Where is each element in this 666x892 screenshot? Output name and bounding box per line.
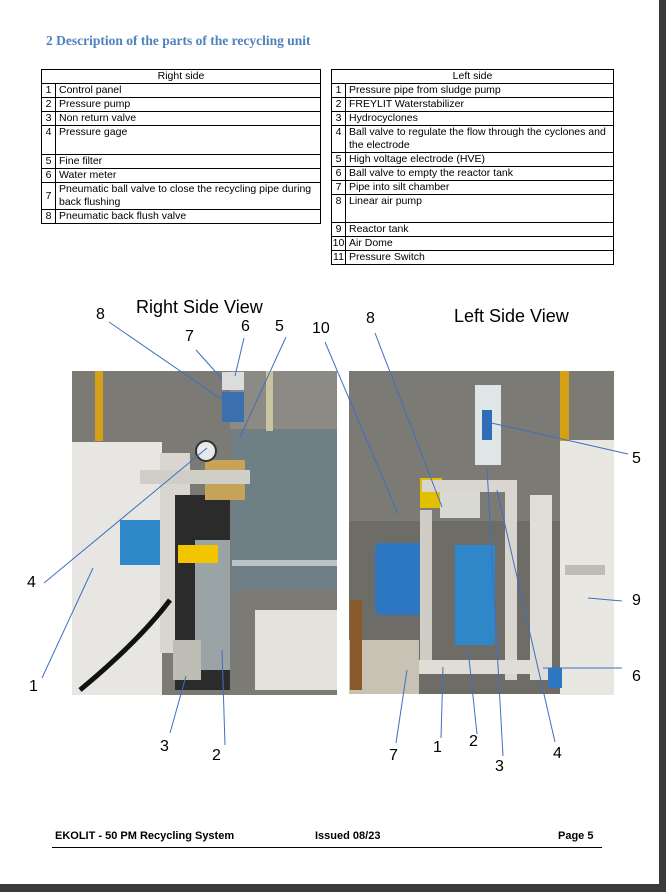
callout-right-5: 5 [275,318,284,335]
footer-issue-date: Issued 08/23 [315,830,381,842]
viewer-edge-right [659,0,666,892]
callout-right-7: 7 [185,328,194,345]
footer-page-number: Page 5 [558,830,594,842]
callout-left-6: 6 [632,668,641,685]
leader-lines [41,321,629,757]
footer-document-title: EKOLIT - 50 PM Recycling System [55,830,235,842]
section-title: 2 Description of the parts of the recycl… [46,33,311,48]
callout-left-4: 4 [553,745,562,762]
callout-right-8: 8 [96,306,105,323]
left-side-photo [349,371,614,695]
callout-left-7: 7 [389,747,398,764]
callout-left-3: 3 [495,758,504,775]
callout-left-2: 2 [469,733,478,750]
callout-left-9: 9 [632,592,641,609]
right-side-photo [72,371,337,695]
footer-divider [52,847,602,848]
callout-left-8: 8 [366,310,375,327]
callout-left-1: 1 [433,739,442,756]
callout-right-6: 6 [241,318,250,335]
callout-left-10: 10 [312,320,330,337]
callout-right-1: 1 [29,678,38,695]
viewer-edge-bottom [0,884,666,892]
callout-left-5: 5 [632,450,641,467]
right-side-view-caption: Right Side View [136,297,263,317]
callout-right-4: 4 [27,574,36,591]
left-side-view-caption: Left Side View [454,306,569,326]
callout-right-2: 2 [212,747,221,764]
callout-right-3: 3 [160,738,169,755]
